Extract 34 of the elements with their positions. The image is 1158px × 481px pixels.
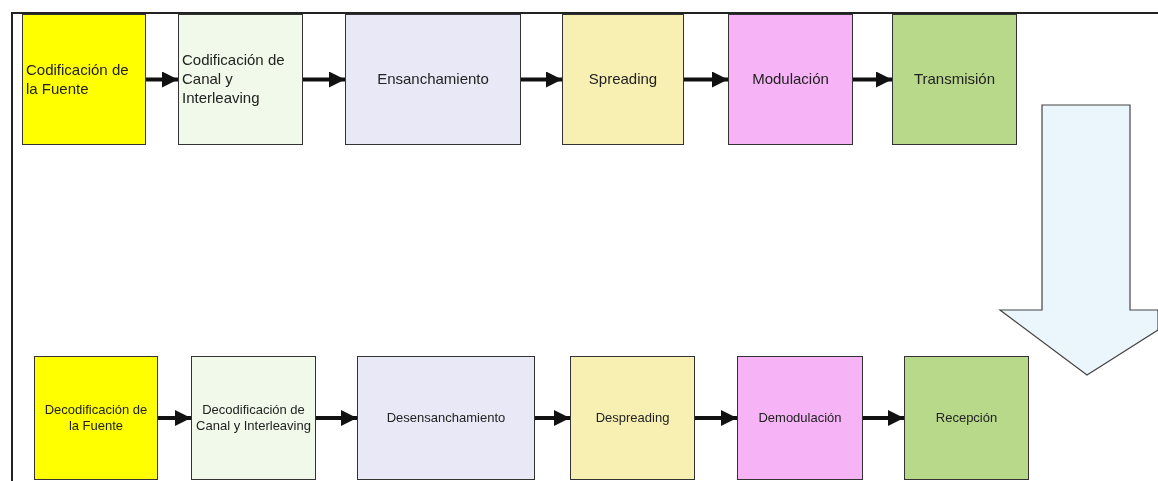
box-label: Decodificación de la Fuente [43,401,149,435]
process-box [34,356,158,480]
arrow [521,71,562,88]
arrow [316,410,357,426]
box-label: Recepción [934,409,999,427]
process-box [22,14,146,145]
process-box [892,14,1017,145]
process-box [737,356,863,480]
box-label: Desensanchamiento [385,409,507,427]
arrow [535,410,570,426]
box-label: Ensanchamiento [376,70,490,89]
box-label: Codificación de Canal y Interleaving [181,51,286,108]
arrow [853,71,892,88]
arrow [303,71,345,88]
arrow [695,410,737,426]
process-box [178,14,303,145]
arrow [158,410,191,426]
process-box [904,356,1029,480]
box-label: Codificación de la Fuente [25,60,130,99]
box-label: Modulación [751,70,830,89]
arrow [863,410,904,426]
box-label: Spreading [587,70,659,89]
arrow [146,71,178,88]
process-box [191,356,316,480]
box-label: Demodulación [757,409,843,427]
process-box [728,14,853,145]
process-box [570,356,695,480]
process-box [562,14,684,145]
box-label: Decodificación de Canal y Interleaving [195,401,312,435]
box-label: Transmisión [912,70,997,89]
arrow [684,71,728,88]
box-label: Despreading [594,409,671,427]
process-box [345,14,521,145]
process-box [357,356,535,480]
